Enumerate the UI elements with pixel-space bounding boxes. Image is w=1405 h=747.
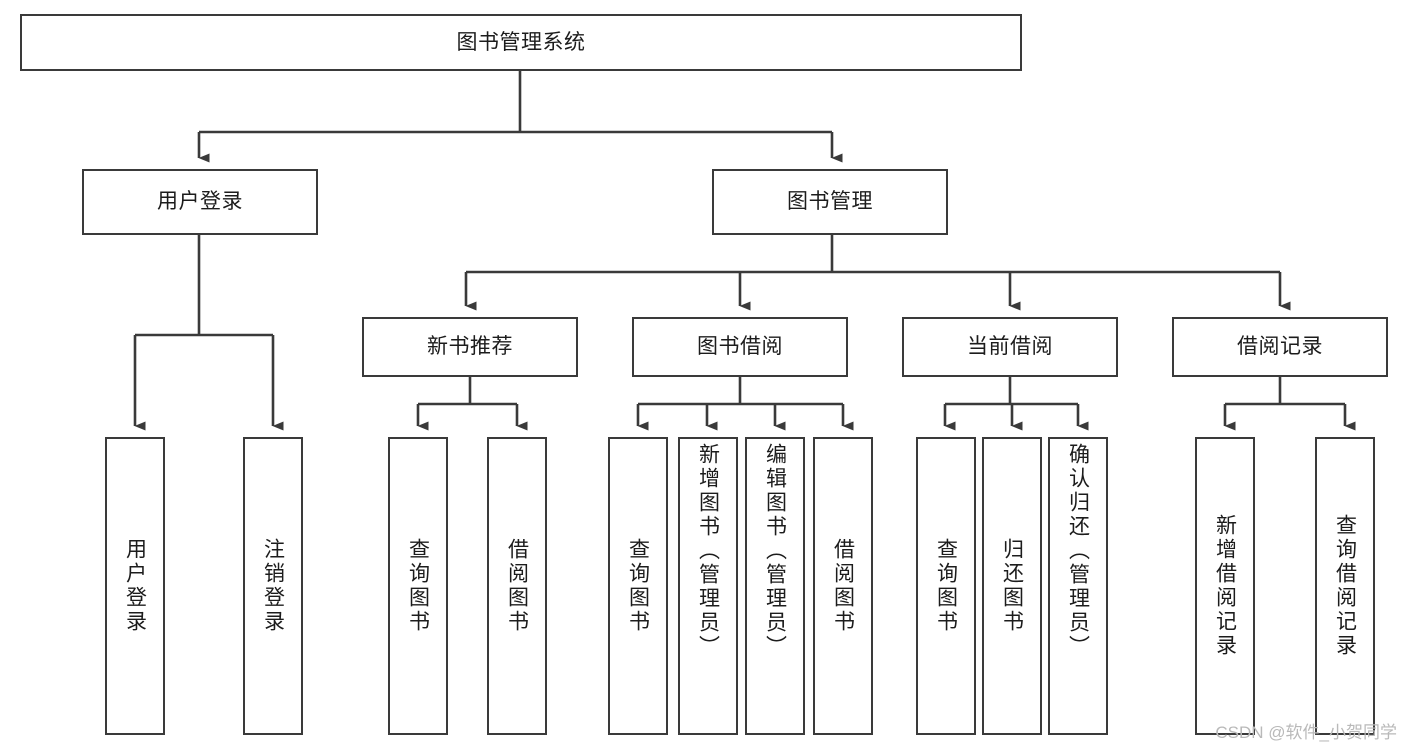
node-leaf-logout-login-label: 注销登录 <box>261 538 285 634</box>
node-root-label: 图书管理系统 <box>456 30 586 54</box>
node-leaf-query-record-label: 查询借阅记录 <box>1333 514 1357 658</box>
node-leaf-borrow-book-2[interactable]: 借阅图书 <box>813 437 873 735</box>
node-new-book-rec-label: 新书推荐 <box>427 335 513 359</box>
node-leaf-edit-book[interactable]: 编辑图书（管理员） <box>745 437 805 735</box>
node-leaf-logout-login[interactable]: 注销登录 <box>243 437 303 735</box>
node-user-login[interactable]: 用户登录 <box>82 169 318 235</box>
node-borrow-record-label: 借阅记录 <box>1237 335 1323 359</box>
node-leaf-query-record[interactable]: 查询借阅记录 <box>1315 437 1375 735</box>
node-book-borrow[interactable]: 图书借阅 <box>632 317 848 377</box>
node-leaf-add-record-label: 新增借阅记录 <box>1213 514 1237 658</box>
node-book-manage-label: 图书管理 <box>787 190 873 214</box>
node-book-manage[interactable]: 图书管理 <box>712 169 948 235</box>
node-leaf-query-book-1-label: 查询图书 <box>406 538 430 634</box>
node-leaf-edit-book-label: 编辑图书（管理员） <box>763 443 787 659</box>
node-leaf-query-book-3-label: 查询图书 <box>934 538 958 634</box>
node-book-borrow-label: 图书借阅 <box>697 335 783 359</box>
node-leaf-user-login-label: 用户登录 <box>123 538 147 634</box>
node-leaf-add-record[interactable]: 新增借阅记录 <box>1195 437 1255 735</box>
node-leaf-user-login[interactable]: 用户登录 <box>105 437 165 735</box>
node-leaf-query-book-3[interactable]: 查询图书 <box>916 437 976 735</box>
node-leaf-query-book-2[interactable]: 查询图书 <box>608 437 668 735</box>
node-leaf-borrow-book-2-label: 借阅图书 <box>831 538 855 634</box>
node-leaf-return-book[interactable]: 归还图书 <box>982 437 1042 735</box>
node-new-book-rec[interactable]: 新书推荐 <box>362 317 578 377</box>
node-user-login-label: 用户登录 <box>157 190 243 214</box>
node-leaf-borrow-book-1[interactable]: 借阅图书 <box>487 437 547 735</box>
node-leaf-borrow-book-1-label: 借阅图书 <box>505 538 529 634</box>
node-leaf-confirm-return[interactable]: 确认归还（管理员） <box>1048 437 1108 735</box>
node-borrow-record[interactable]: 借阅记录 <box>1172 317 1388 377</box>
node-leaf-add-book-label: 新增图书（管理员） <box>696 443 720 659</box>
node-leaf-query-book-2-label: 查询图书 <box>626 538 650 634</box>
node-current-borrow-label: 当前借阅 <box>967 335 1053 359</box>
node-leaf-add-book[interactable]: 新增图书（管理员） <box>678 437 738 735</box>
node-leaf-return-book-label: 归还图书 <box>1000 538 1024 634</box>
node-leaf-confirm-return-label: 确认归还（管理员） <box>1066 443 1090 659</box>
node-current-borrow[interactable]: 当前借阅 <box>902 317 1118 377</box>
node-root[interactable]: 图书管理系统 <box>20 14 1022 71</box>
node-leaf-query-book-1[interactable]: 查询图书 <box>388 437 448 735</box>
